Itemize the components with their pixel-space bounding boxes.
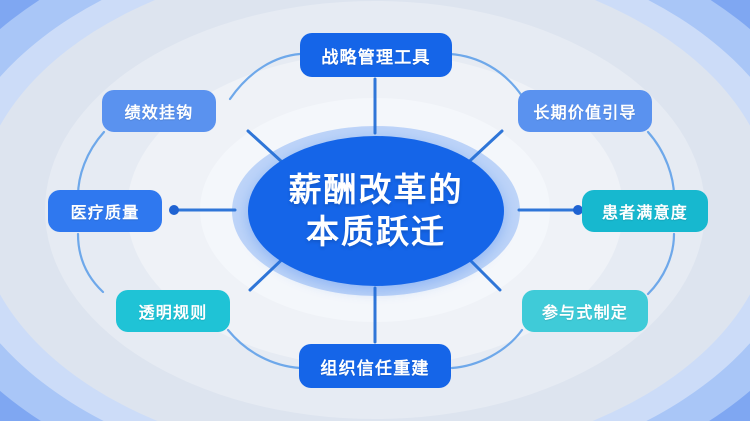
node-label-transparent-rules: 透明规则 bbox=[138, 305, 208, 322]
node-transparent-rules[interactable]: 透明规则 bbox=[116, 290, 230, 332]
arc-performance-to-strategic bbox=[228, 52, 302, 101]
node-label-strategic-management-tool: 战略管理工具 bbox=[321, 47, 431, 67]
node-label-organizational-trust-rebuilding: 组织信任重建 bbox=[320, 358, 430, 378]
node-label-participatory-formulation: 参与式制定 bbox=[541, 305, 628, 322]
arc-patient-to-participatory bbox=[646, 232, 676, 296]
node-label-medical-quality: 医疗质量 bbox=[70, 205, 140, 222]
arc-strategic-to-longterm bbox=[448, 52, 524, 98]
dot-medical bbox=[169, 205, 179, 215]
dot-patient bbox=[573, 205, 583, 215]
node-medical-quality[interactable]: 医疗质量 bbox=[48, 190, 162, 232]
node-label-performance-linkage: 绩效挂钩 bbox=[124, 105, 194, 122]
node-label-long-term-value-guidance: 长期价值引导 bbox=[533, 105, 637, 122]
node-long-term-value-guidance[interactable]: 长期价值引导 bbox=[518, 90, 652, 132]
node-performance-linkage[interactable]: 绩效挂钩 bbox=[102, 90, 216, 132]
center-topic-line-2: 本质跃迁 bbox=[306, 213, 446, 250]
node-organizational-trust-rebuilding[interactable]: 组织信任重建 bbox=[299, 344, 451, 388]
connector-dots bbox=[169, 205, 583, 215]
arc-longterm-to-patient bbox=[646, 130, 676, 198]
node-participatory-formulation[interactable]: 参与式制定 bbox=[522, 290, 648, 332]
center-topic[interactable]: 薪酬改革的 本质跃迁 bbox=[248, 136, 504, 286]
arc-medical-to-performance bbox=[76, 130, 106, 198]
center-topic-line-1: 薪酬改革的 bbox=[288, 170, 464, 208]
arc-participatory-to-trust bbox=[450, 328, 524, 370]
node-patient-satisfaction[interactable]: 患者满意度 bbox=[582, 190, 708, 232]
node-label-patient-satisfaction: 患者满意度 bbox=[601, 205, 688, 222]
arc-trust-to-transparent bbox=[226, 328, 302, 370]
node-strategic-management-tool[interactable]: 战略管理工具 bbox=[300, 33, 452, 77]
arc-transparent-to-medical bbox=[76, 232, 105, 294]
